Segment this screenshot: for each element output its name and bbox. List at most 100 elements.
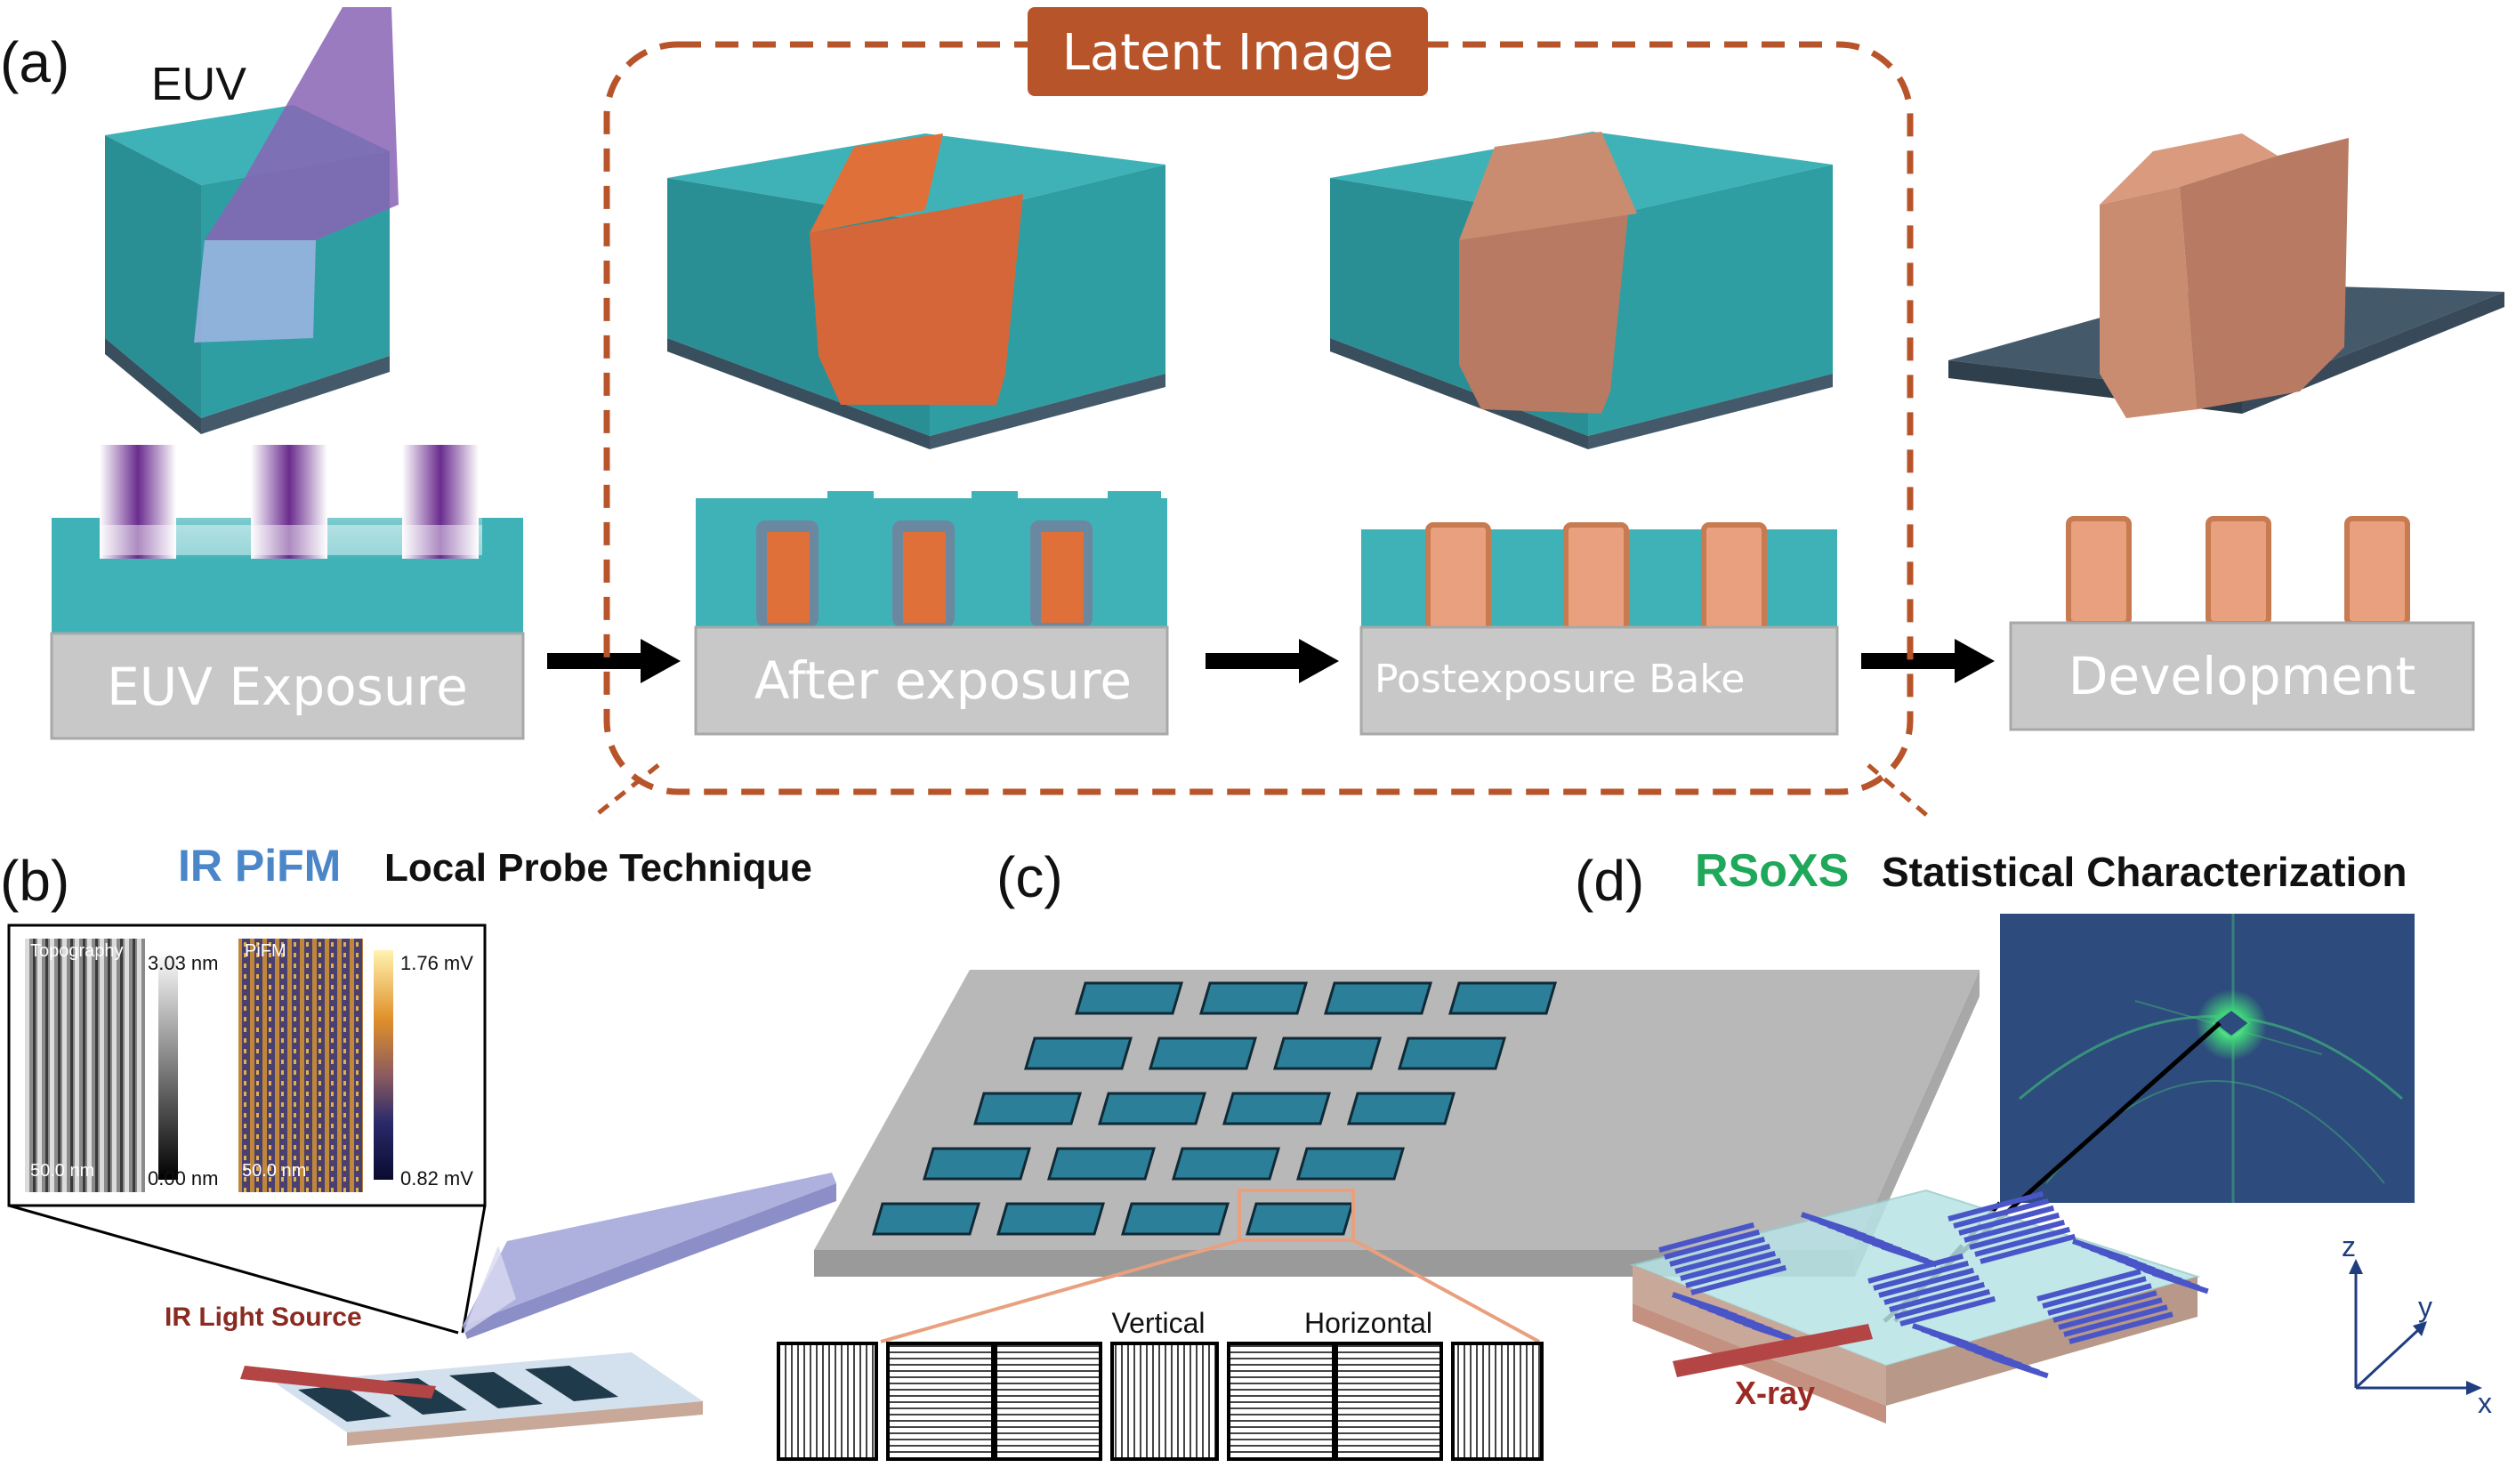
axis-y-label: y [2418,1291,2432,1323]
pifm-min: 0.82 mV [400,1167,473,1190]
latent-image-badge [1028,7,1428,96]
grating-bar [1658,1222,1755,1253]
latent-image-title: Latent Image [1062,24,1394,82]
grating-bar [1953,1198,2050,1229]
vertical-label: Vertical [1112,1307,1206,1339]
wafer-pad [1222,1092,1332,1125]
grating-bar [1980,1233,2077,1264]
grating-bar [1889,1281,1986,1312]
grating-bar [1669,1236,1766,1267]
ir-beam [240,1366,436,1399]
step-label-development: Development [2068,646,2415,706]
wafer-pad [1171,1147,1281,1181]
euv-cross-section [52,445,523,633]
pifm-sample [276,1352,703,1446]
grating-bar [1974,1226,2071,1257]
grating-bar [1690,1264,1787,1295]
zoom-line-left [8,1204,459,1335]
topography-max: 3.03 nm [148,952,219,974]
wafer-pad [996,1202,1106,1236]
grating-bar [2058,1297,2163,1330]
grating-bar [1992,1355,2049,1379]
wafer-pad [1023,1036,1133,1070]
selected-pad-highlight [1238,1189,1355,1242]
grating-bar [1878,1267,1975,1298]
after-exposure-block-3d [667,133,1165,449]
step-arrow-2 [1206,639,1339,683]
grating-bar [1948,1190,2044,1222]
wafer-pad [1074,981,1184,1015]
xray-beam [1673,1324,1873,1377]
grating-bar [1881,1244,1938,1268]
development-box [2009,621,2475,731]
step-label-peb: Postexposure Bake [1375,657,1745,702]
grating-bar [2152,1270,2209,1294]
step-label-euv-exposure: EUV Exposure [107,657,468,717]
euv-exposure-box [50,632,525,740]
development-block-3d [1948,133,2504,418]
development-cross-section [2066,516,2410,626]
grating-bar [1873,1260,1970,1291]
grating-bar [2063,1304,2168,1337]
grating-pattern-strip [777,1342,1544,1461]
wafer-pad [1097,1092,1207,1125]
wafer-pad [1046,1147,1157,1181]
wafer-pad-grid [871,981,1558,1236]
scale-bar-right: 50.0 nm [242,1161,306,1181]
wafer-pad [871,1202,981,1236]
wafer-pad [1245,1202,1355,1236]
pifm-max: 1.76 mV [400,952,473,974]
wafer-pad [1198,981,1309,1015]
axis-x-label: x [2478,1387,2492,1419]
d-title-rest: Statistical Characterization [1882,849,2407,895]
axis-z-label: z [2342,1230,2356,1262]
rsoxs-scattering-image [2000,914,2415,1203]
zoom-line-right [461,1205,487,1334]
peb-box [1359,625,1839,736]
topography-colorbar [158,950,178,1180]
panel-label-b: (b) [0,849,69,913]
step-arrow-1 [547,639,681,683]
peb-cross-section [1361,522,1837,633]
wafer-pad [1272,1036,1383,1070]
topography-image [25,939,145,1192]
grating-bar [1964,1212,2060,1243]
zoom-line-c-right [1352,1238,1540,1343]
wafer-pad [1295,1147,1406,1181]
step-label-after-exposure: After exposure [754,650,1132,711]
wafer-pad [1120,1202,1230,1236]
b-title-colored: IR PiFM [178,841,341,891]
wafer-pad [1346,1092,1456,1125]
euv-label: EUV [151,59,246,110]
latent-connector-right [1867,763,1932,820]
rsoxs-grating-bars [1658,1190,2209,1379]
pifm-image [238,939,363,1192]
grating-bar [1674,1243,1771,1274]
wafer-pad [1397,1036,1507,1070]
grating-bar [1680,1250,1777,1281]
grating-bar [2042,1276,2147,1309]
wafer-pad [1323,981,1433,1015]
grating-bar [1958,1205,2055,1236]
step-arrow-3 [1861,639,1995,683]
topography-min: 0.00 nm [148,1167,219,1190]
panel-label-c: (c) [996,845,1063,909]
ir-light-source-label: IR Light Source [165,1303,362,1332]
pifm-label: PiFM [245,941,286,961]
xray-label: X-ray [1735,1375,1815,1411]
grating-bar [1969,1219,2066,1250]
scale-bar-left: 50.0 nm [30,1161,94,1181]
wafer-pad [972,1092,1083,1125]
panel-label-d: (d) [1575,849,1644,913]
wafer-pad [1448,981,1558,1015]
latent-connector-left [590,763,660,820]
xyz-axes [2349,1259,2482,1395]
wafer-pad [922,1147,1032,1181]
grating-bar [2036,1269,2141,1302]
after-exposure-cross-section [696,491,1167,627]
grating-bar [1867,1253,1964,1284]
grating-bar [1899,1295,1996,1327]
grating-bar [2047,1283,2152,1316]
wafer-pad [1148,1036,1258,1070]
